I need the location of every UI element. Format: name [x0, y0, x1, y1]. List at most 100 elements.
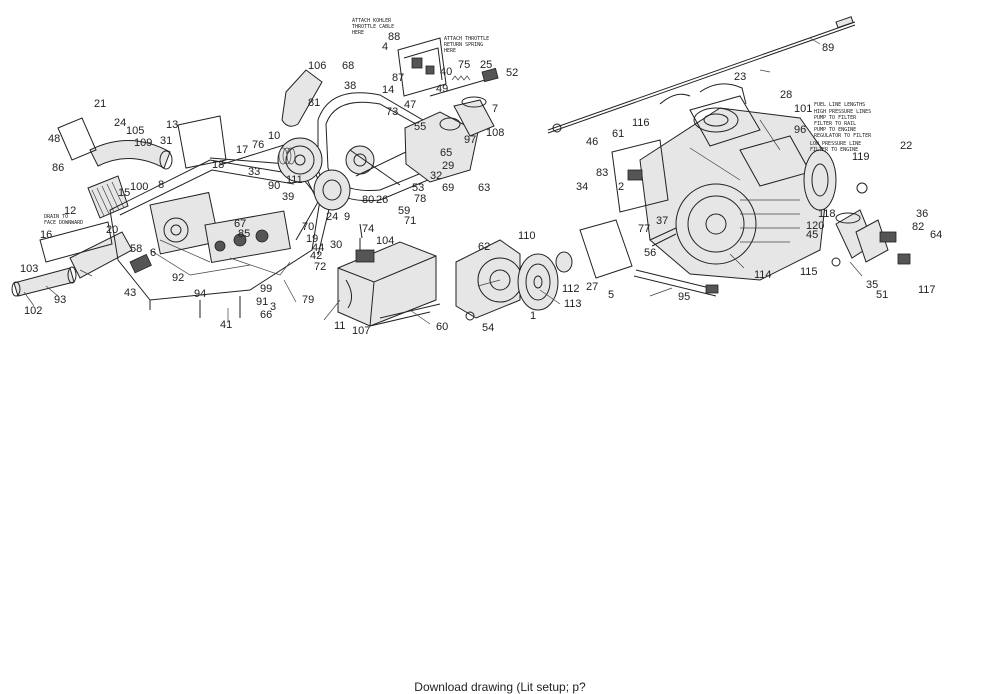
callout: 29 — [442, 160, 454, 172]
callout: 113 — [564, 298, 582, 310]
callout: 105 — [126, 125, 144, 137]
callout: 8 — [158, 179, 164, 191]
throttle-bracket — [397, 37, 499, 97]
callout: 72 — [314, 261, 326, 273]
callout: 116 — [632, 117, 650, 129]
callout: 46 — [586, 136, 598, 148]
callout: 60 — [436, 321, 448, 333]
note-fuel-line-1: FUEL LINE LENGTHS — [814, 102, 865, 108]
callout: 32 — [430, 170, 442, 182]
callout: 20 — [106, 224, 118, 236]
callout: 69 — [442, 182, 454, 194]
callout: 24 — [114, 117, 126, 129]
air-intake — [404, 96, 495, 183]
main-frame — [109, 115, 331, 318]
callout: 52 — [506, 67, 518, 79]
callout: 17 — [236, 144, 248, 156]
callout: 97 — [464, 134, 476, 146]
callout: 115 — [800, 266, 818, 278]
callout: 83 — [596, 167, 608, 179]
engine — [579, 83, 837, 281]
callout: 87 — [392, 72, 404, 84]
callout: 92 — [172, 272, 184, 284]
callout: 114 — [754, 269, 772, 281]
callout: 108 — [486, 127, 504, 139]
callout: 81 — [308, 97, 320, 109]
callout: 34 — [576, 181, 588, 193]
callout: 66 — [260, 309, 272, 321]
callout: 110 — [518, 230, 536, 242]
callout: 91 — [256, 296, 268, 308]
note-kohler-cable-1: ATTACH KOHLER — [352, 18, 392, 24]
callout: 68 — [342, 60, 354, 72]
callout: 94 — [194, 288, 206, 300]
callout: 16 — [40, 229, 52, 241]
note-return-spring-1: ATTACH THROTTLE — [444, 36, 489, 42]
throttle-rod — [547, 16, 856, 134]
callout: 64 — [930, 229, 942, 241]
belt-guard — [277, 69, 451, 211]
callout: 100 — [130, 181, 148, 193]
note-low-pressure-1: LOW PRESSURE LINE — [810, 141, 861, 147]
callout: 99 — [260, 283, 272, 295]
callout: 28 — [780, 89, 792, 101]
callout: 62 — [478, 241, 490, 253]
fuel-tank — [337, 223, 441, 327]
callout: 89 — [822, 42, 834, 54]
callout: 51 — [876, 289, 888, 301]
callout: 44 — [312, 242, 324, 254]
callout: 40 — [440, 66, 452, 78]
drive-rod — [633, 269, 719, 297]
callout: 88 — [388, 31, 400, 43]
callout: 13 — [166, 119, 178, 131]
callout: 42 — [310, 250, 322, 262]
callout: 53 — [412, 182, 424, 194]
callout: 12 — [64, 205, 76, 217]
callout: 74 — [362, 223, 374, 235]
callout-numbers: 89 88 4 40 75 25 52 14 49 47 87 7 23 28 … — [20, 31, 942, 337]
callout: 25 — [480, 59, 492, 71]
callout: 2 — [618, 181, 624, 193]
callout: 54 — [482, 322, 494, 334]
callout: 120 — [806, 220, 824, 232]
callout: 14 — [382, 84, 394, 96]
page-caption: Download drawing (Lit setup; p? — [414, 680, 586, 694]
note-drain-2: FACE DOWNWARD — [44, 220, 83, 226]
callout: 117 — [918, 284, 936, 296]
callout: 101 — [794, 103, 812, 115]
callout: 90 — [268, 180, 280, 192]
callout: 3 — [270, 301, 276, 313]
callout: 7 — [492, 103, 498, 115]
callout: 85 — [238, 228, 250, 240]
callout: 33 — [248, 166, 260, 178]
callout: 56 — [644, 247, 656, 259]
note-fuel-line-3: PUMP TO FILTER — [814, 115, 857, 121]
callout: 109 — [134, 137, 152, 149]
note-return-spring-2: RETURN SPRING — [444, 42, 483, 48]
exhaust-assembly — [11, 117, 173, 297]
callout: 93 — [54, 294, 66, 306]
callout: 41 — [220, 319, 232, 331]
callout: 96 — [794, 124, 806, 136]
callout: 76 — [252, 139, 264, 151]
callout: 80 — [362, 194, 374, 206]
fuel-filters — [831, 182, 911, 267]
callout: 119 — [852, 151, 870, 163]
callout: 30 — [330, 239, 342, 251]
callout: 45 — [806, 229, 818, 241]
callout: 26 — [376, 194, 388, 206]
callout: 58 — [130, 243, 142, 255]
callout: 65 — [440, 147, 452, 159]
callout: 4 — [382, 41, 388, 53]
callout: 107 — [352, 325, 370, 337]
callout: 95 — [678, 291, 690, 303]
callout: 86 — [52, 162, 64, 174]
callout: 63 — [478, 182, 490, 194]
callout: 106 — [308, 60, 326, 72]
callout: 77 — [638, 223, 650, 235]
callout: 61 — [612, 128, 624, 140]
note-fuel-line-4: FILTER TO RAIL — [814, 121, 856, 127]
callout: 103 — [20, 263, 38, 275]
